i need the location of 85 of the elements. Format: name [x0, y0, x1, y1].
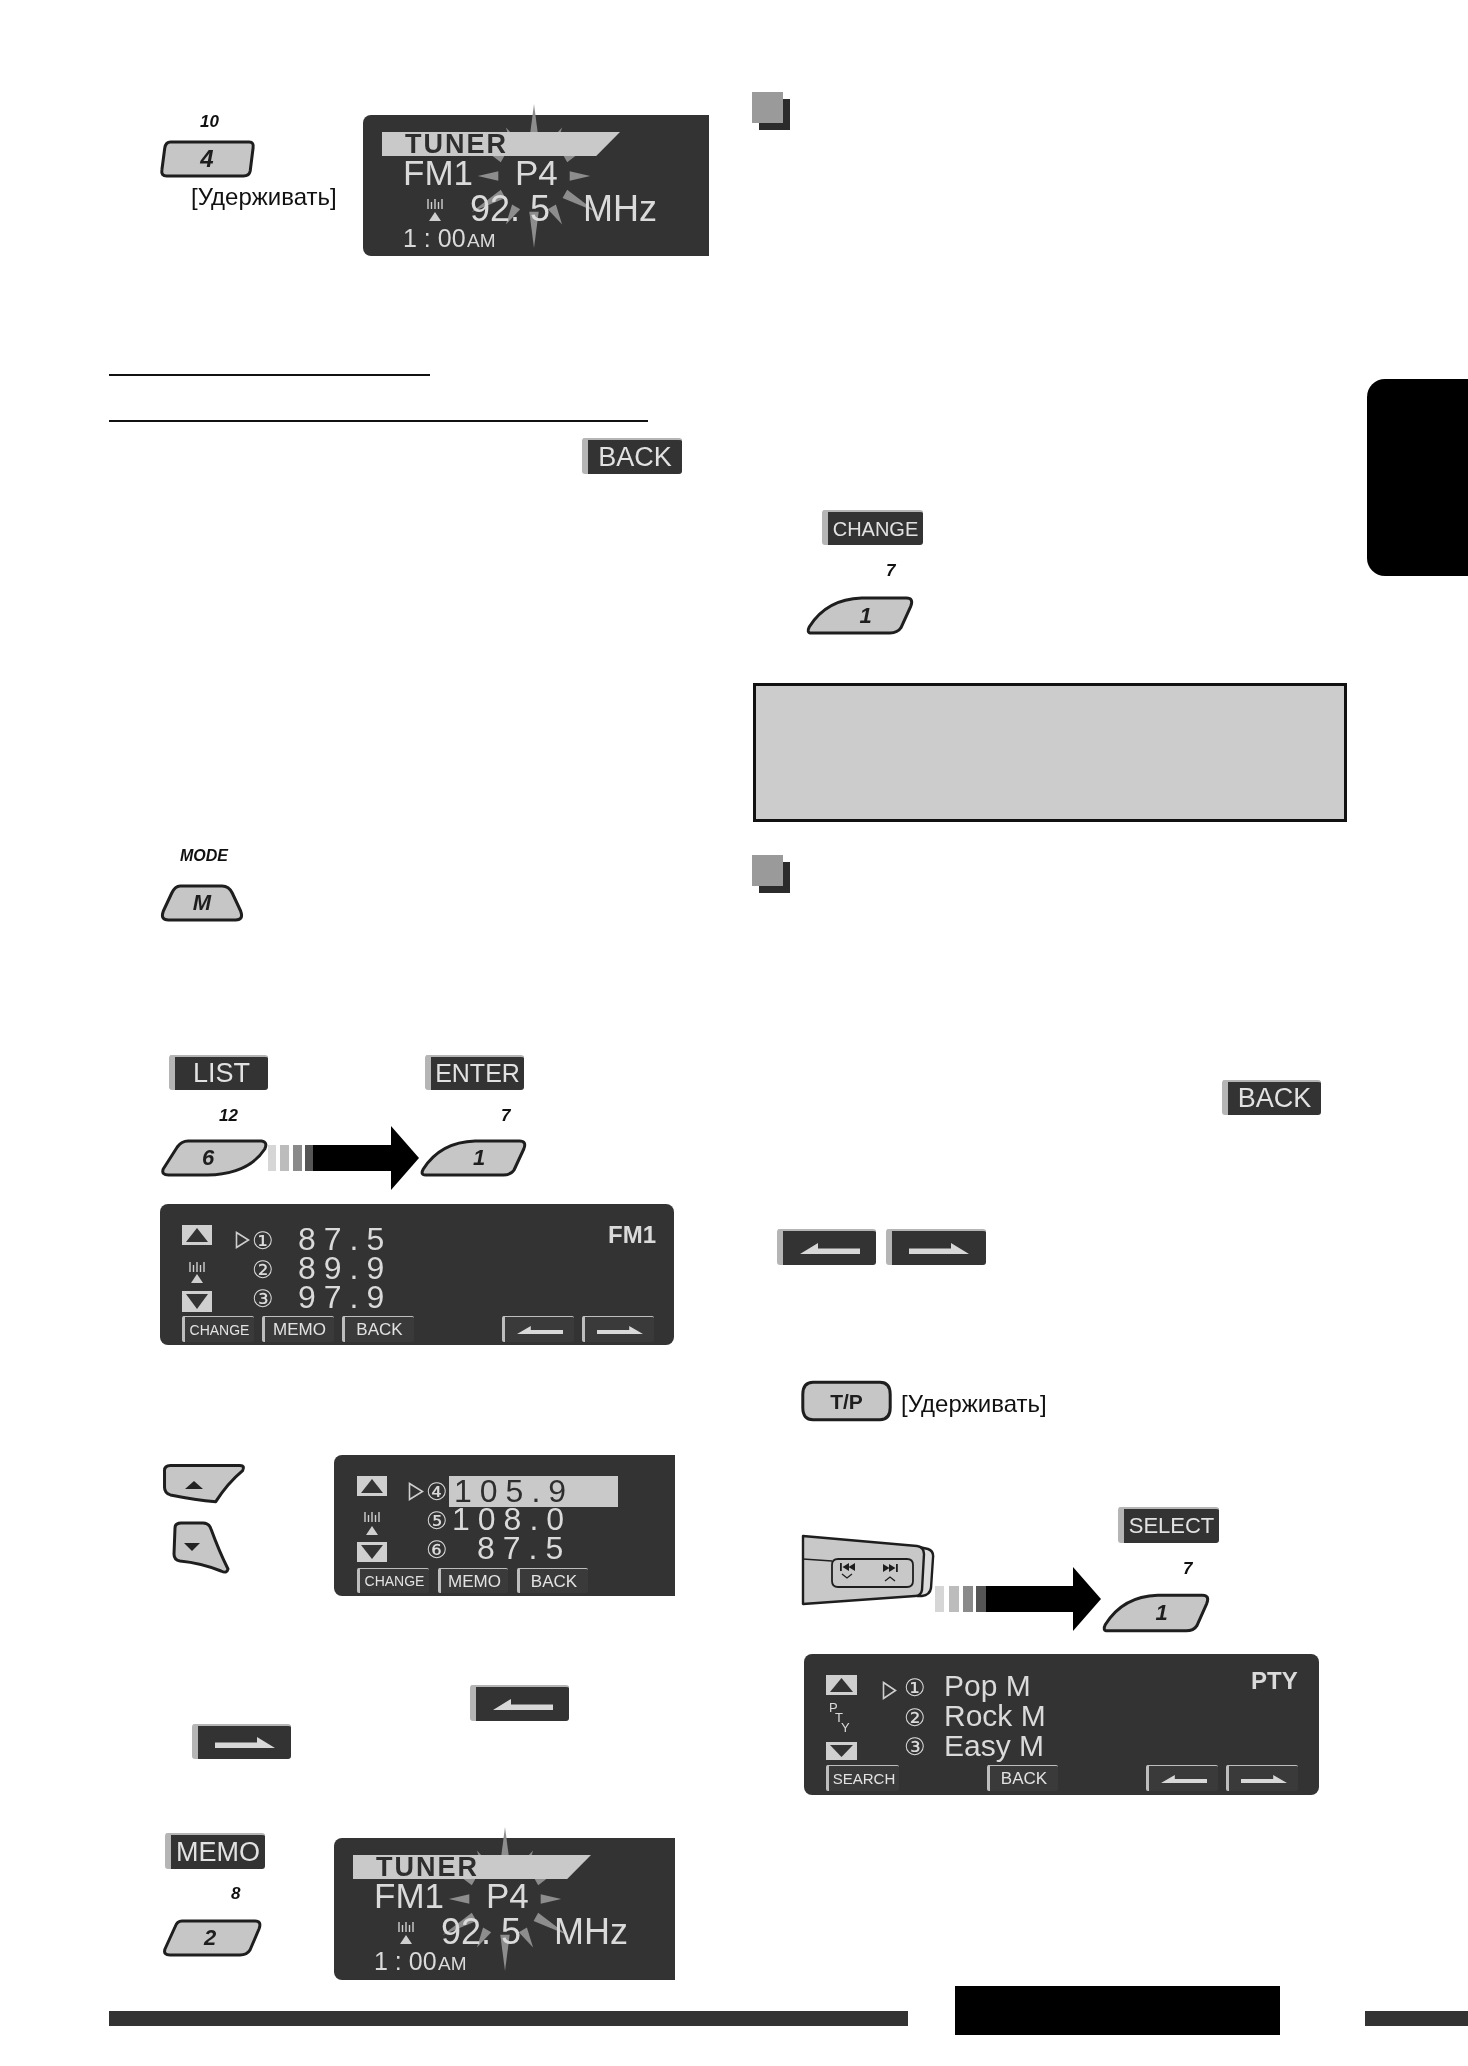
preset-number: P4 — [486, 1878, 529, 1913]
pty-indicator: PTY — [829, 1701, 851, 1736]
arrow-key — [192, 1724, 291, 1759]
tuner-label: TUNER — [382, 132, 620, 156]
frequency: 108.0 — [452, 1507, 573, 1533]
band-name: FM1 — [608, 1223, 656, 1247]
tp-button: T/P — [800, 1379, 893, 1423]
arrow — [935, 1567, 1101, 1631]
hold-note: [Удерживать] — [901, 1392, 1047, 1416]
callout-number: 8 — [231, 1885, 241, 1902]
clock-time: 1 : 00 — [403, 226, 466, 251]
section-tab — [1367, 379, 1468, 576]
footer-block — [955, 1986, 1280, 2035]
button-caption: MODE — [180, 848, 228, 864]
arrow-key — [470, 1685, 569, 1721]
soft-key: SELECT — [1118, 1507, 1219, 1543]
frequency: 92. 5 — [470, 191, 551, 227]
list-number: ③ — [904, 1735, 926, 1759]
preset-button: 6 — [160, 1138, 268, 1178]
frequency: 92. 5 — [441, 1914, 522, 1950]
band-name: FM1 — [403, 155, 473, 190]
frequency-unit: MHz — [583, 191, 657, 227]
callout-number: 12 — [219, 1107, 238, 1124]
program-type: Rock M — [944, 1701, 1046, 1731]
clock-suffix: AM — [438, 1954, 467, 1973]
arrow-key — [886, 1229, 986, 1265]
list-number: ④ — [426, 1480, 448, 1504]
tuner-label: TUNER — [353, 1855, 591, 1879]
frequency: 87.5 — [298, 1227, 393, 1253]
program-type: Easy M — [944, 1731, 1045, 1761]
callout-number: 7 — [1183, 1560, 1193, 1577]
list-number: ⑥ — [426, 1538, 448, 1562]
lcd-display — [334, 1455, 675, 1596]
list-number: ② — [904, 1706, 926, 1730]
soft-key: CHANGE — [822, 510, 923, 545]
list-number: ⑤ — [426, 1509, 448, 1533]
lcd-display — [160, 1204, 674, 1345]
soft-key: BACK — [517, 1568, 588, 1593]
soft-key: BACK — [342, 1316, 414, 1342]
soft-key: SEARCH — [826, 1765, 899, 1791]
callout-number: 7 — [886, 562, 896, 579]
soft-key: BACK — [1222, 1080, 1321, 1115]
arrow-key — [582, 1316, 654, 1342]
lcd-display — [804, 1654, 1319, 1795]
arrow-key — [1226, 1765, 1298, 1791]
soft-key: MEMO — [438, 1568, 508, 1593]
highlighted-frequency: 105.9 — [449, 1476, 618, 1507]
remote-control-drawing — [801, 1534, 935, 1606]
frequency: 87.5 — [477, 1536, 572, 1562]
note-box — [753, 683, 1347, 822]
clock-time: 1 : 00 — [374, 1949, 437, 1974]
soft-key: MEMO — [165, 1833, 265, 1869]
soft-key: CHANGE — [357, 1568, 429, 1593]
callout-number: 7 — [501, 1107, 511, 1124]
arrow-key — [777, 1229, 876, 1265]
program-type: Pop M — [944, 1671, 1031, 1701]
hold-note: [Удерживать] — [191, 185, 337, 209]
soft-key: BACK — [987, 1765, 1058, 1791]
frequency-unit: MHz — [554, 1914, 628, 1950]
mode-button: M — [160, 883, 244, 923]
list-number: ② — [252, 1258, 274, 1282]
preset-button: 1 — [1101, 1592, 1210, 1634]
list-number: ① — [904, 1676, 926, 1700]
soft-key: BACK — [582, 438, 682, 474]
clock-suffix: AM — [467, 231, 496, 250]
list-number: ① — [252, 1229, 274, 1253]
soft-key: ENTER — [425, 1055, 524, 1090]
soft-key: LIST — [169, 1055, 268, 1090]
frequency: 89.9 — [298, 1256, 393, 1282]
soft-key: CHANGE — [182, 1316, 254, 1342]
mode-label: PTY — [1251, 1669, 1298, 1693]
arrow — [268, 1126, 419, 1190]
preset-button: 2 — [162, 1918, 262, 1958]
frequency: 97.9 — [298, 1285, 393, 1311]
preset-number: P4 — [515, 155, 558, 190]
list-number: ③ — [252, 1287, 274, 1311]
arrow-key — [502, 1316, 574, 1342]
preset-button: 4 — [159, 139, 255, 179]
preset-button: 1 — [419, 1138, 527, 1178]
preset-button: 1 — [805, 595, 914, 636]
up-button — [162, 1463, 246, 1505]
callout-number: 10 — [200, 113, 219, 130]
arrow-key — [1146, 1765, 1218, 1791]
band-name: FM1 — [374, 1878, 444, 1913]
soft-key: MEMO — [262, 1316, 334, 1342]
